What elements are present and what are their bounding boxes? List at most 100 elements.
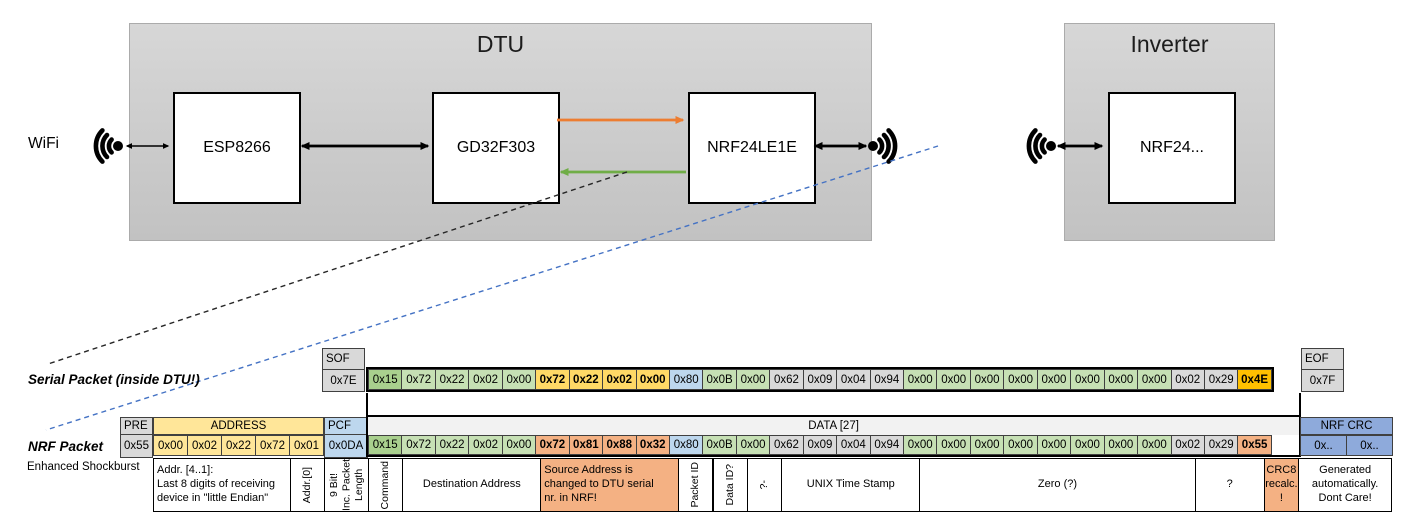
address-byte-cell: 0x02 [187, 435, 222, 456]
nrf-data-byte-cell: 0x00 [1036, 435, 1072, 455]
serial-data-byte-cell: 0x62 [769, 369, 804, 390]
enhanced-shockburst-label: Enhanced Shockburst [27, 461, 140, 473]
esp8266-box: ESP8266 [173, 92, 301, 204]
wifi-label: WiFi [28, 135, 59, 152]
annotation-vertical-text: Data ID? [723, 464, 736, 506]
nrf-data-byte-cell: 0x00 [969, 435, 1005, 455]
nrf-data-byte-cell: 0x02 [1170, 435, 1205, 455]
serial-data-byte-cell: 0x02 [602, 369, 637, 390]
serial-data-byte-cell: 0x72 [535, 369, 570, 390]
gd32f303-label: GD32F303 [456, 139, 536, 156]
nrf24le1e-label: NRF24LE1E [707, 139, 797, 156]
nrf-data-byte-cell: 0x72 [535, 435, 570, 455]
esp8266-label: ESP8266 [203, 139, 271, 156]
nrf-data-byte-cell: 0x09 [802, 435, 838, 455]
serial-data-byte-cell: 0x00 [735, 369, 771, 390]
nrf-data-byte-cell: 0x00 [902, 435, 938, 455]
nrf24le1e-box: NRF24LE1E [688, 92, 816, 204]
annotation-cell: Command [368, 458, 404, 512]
nrf-data-byte-cell: 0x00 [735, 435, 771, 455]
pcf-value: 0x0DA [324, 435, 368, 458]
eof-value: 0x7F [1301, 370, 1344, 392]
address-byte-cell: 0x22 [221, 435, 256, 456]
nrf-data-byte-cell: 0x62 [769, 435, 804, 455]
serial-data-byte-cell: 0x00 [635, 369, 670, 390]
dtu-title: DTU [476, 31, 525, 57]
address-header: ADDRESS [153, 417, 324, 435]
wifi-signal-icon-dtu-right [868, 128, 898, 164]
serial-data-byte-cell: 0x00 [1103, 369, 1139, 390]
nrf-data-byte-cell: 0x00 [1003, 435, 1038, 455]
address-byte-cell: 0x72 [255, 435, 290, 456]
nrf-crc-header: NRF CRC [1300, 417, 1393, 435]
annotation-cell: ? [1194, 458, 1265, 512]
annotation-cell: Zero (?) [919, 458, 1196, 512]
nrf-data-byte-cell: 0x00 [501, 435, 537, 455]
nrf-data-byte-cell: 0x00 [1103, 435, 1139, 455]
wifi-signal-icon-inverter [1026, 128, 1056, 164]
annotation-cell: UNIX Time Stamp [781, 458, 921, 512]
nrf-packet-label: NRF Packet [28, 439, 104, 454]
serial-data-byte-cell: 0x29 [1203, 369, 1239, 390]
annotation-cell: Addr.[0] [289, 458, 325, 512]
serial-data-byte-cell: 0x00 [1003, 369, 1038, 390]
gd32f303-box: GD32F303 [432, 92, 560, 204]
nrf-crc-byte-cell: 0x.. [1300, 435, 1347, 456]
inverter-nrf24-box: NRF24... [1108, 92, 1236, 204]
pcf-header: PCF [324, 417, 368, 435]
annotation-vertical-text: ?- [758, 480, 771, 490]
serial-data-byte-cell: 0x00 [969, 369, 1005, 390]
serial-data-byte-cell: 0x15 [367, 369, 403, 390]
address-byte-cell: 0x00 [153, 435, 188, 456]
serial-data-byte-cell: 0x4E [1237, 369, 1272, 390]
nrf-data-byte-cell: 0x22 [434, 435, 470, 455]
serial-data-byte-cell: 0x00 [936, 369, 971, 390]
annotation-cell: Packet ID [678, 458, 714, 512]
serial-data-byte-cell: 0x04 [836, 369, 871, 390]
nrf-data-byte-cell: 0x00 [1137, 435, 1172, 455]
nrf-data-byte-cell: 0x0B [702, 435, 737, 455]
nrf-data-byte-cell: 0x29 [1203, 435, 1239, 455]
annotation-cell: Source Address is changed to DTU serial … [540, 458, 680, 512]
serial-packet-label: Serial Packet (inside DTU!) [28, 372, 200, 387]
annotation-cell: Addr. [4..1]: Last 8 digits of receiving… [153, 458, 291, 512]
serial-data-byte-cell: 0x0B [702, 369, 737, 390]
serial-data-byte-cell: 0x00 [1137, 369, 1172, 390]
annotation-cell: Destination Address [402, 458, 542, 512]
nrf-data-byte-cell: 0x81 [568, 435, 604, 455]
serial-data-byte-cell: 0x22 [434, 369, 470, 390]
annotation-cell: Generated automatically. Dont Care! [1298, 458, 1393, 512]
nrf-data-header: DATA [27] [368, 417, 1300, 435]
serial-data-byte-cell: 0x22 [568, 369, 604, 390]
annotation-cell: ?- [746, 458, 783, 512]
nrf-data-byte-cell: 0x00 [1070, 435, 1105, 455]
annotation-cell: Data ID? [712, 458, 748, 512]
eof-header: EOF [1301, 348, 1344, 370]
annotation-cell: 9 Bit! Inc. Packet Length [324, 458, 369, 512]
nrf-crc-byte-cell: 0x.. [1346, 435, 1393, 456]
serial-data-byte-cell: 0x00 [902, 369, 938, 390]
sof-header: SOF [322, 348, 365, 370]
sof-value: 0x7E [322, 370, 365, 392]
nrf-crc: 0x..0x.. [1300, 435, 1393, 456]
inverter-title: Inverter [1130, 31, 1209, 57]
serial-nrf-connector-right [1299, 393, 1302, 416]
nrf-data-byte-cell: 0x32 [635, 435, 670, 455]
annotation-vertical-text: 9 Bit! Inc. Packet Length [327, 459, 365, 511]
nrf-data-byte-cell: 0x88 [602, 435, 637, 455]
inverter-nrf24-label: NRF24... [1139, 139, 1204, 156]
nrf-data-byte-cell: 0x15 [367, 435, 403, 455]
serial-data-byte-cell: 0x72 [401, 369, 436, 390]
